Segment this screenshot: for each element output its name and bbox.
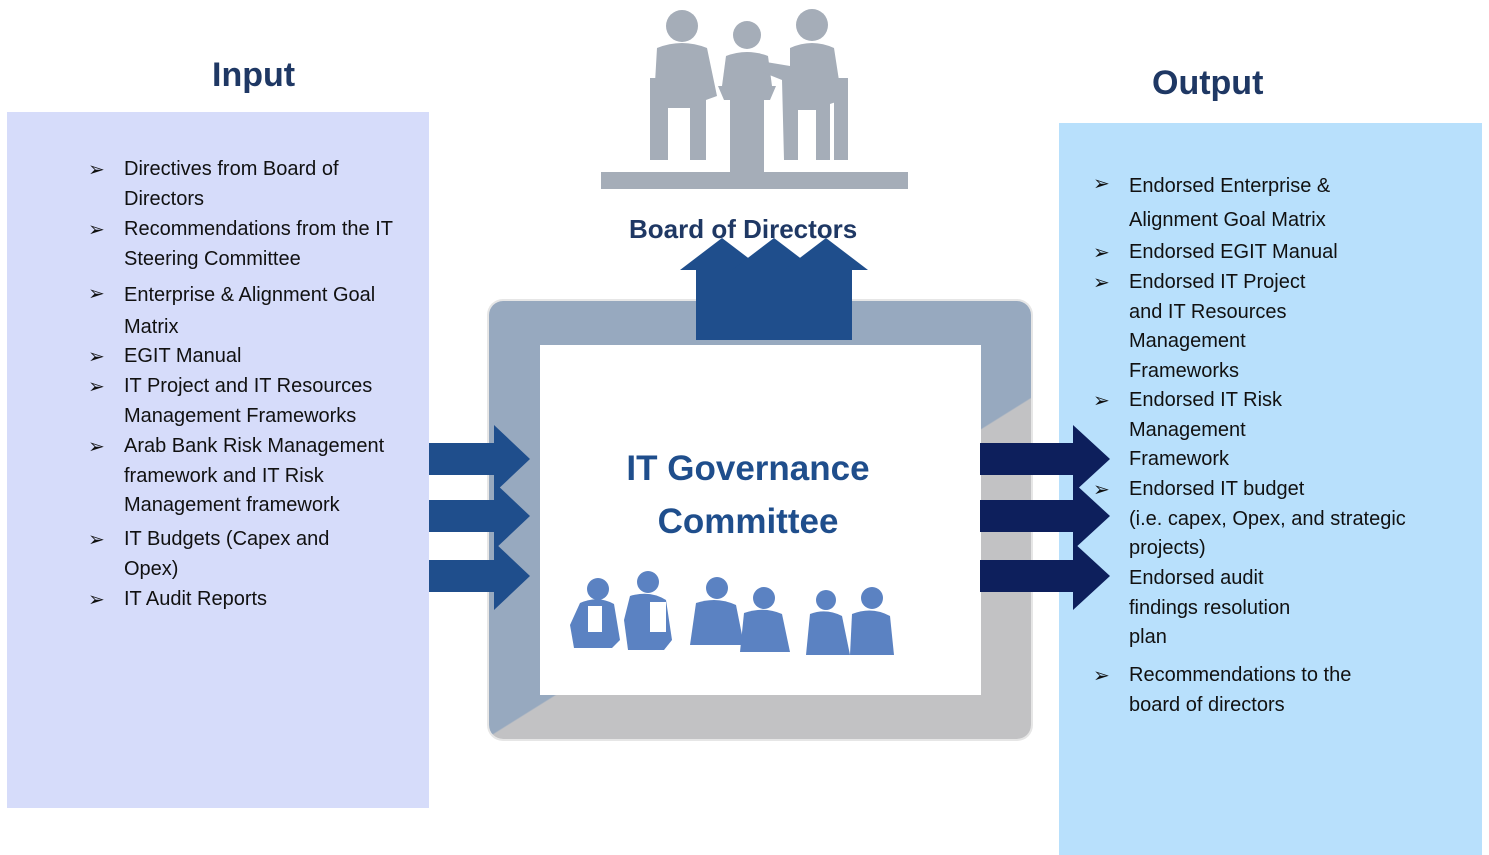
- board-meeting-icon: [601, 9, 908, 189]
- input-item: Arab Bank Risk Management framework and …: [124, 435, 385, 516]
- output-item: Endorsed Enterprise & Alignment Goal Mat…: [1129, 175, 1331, 231]
- output-item: Endorsed EGIT Manual: [1129, 241, 1338, 263]
- input-item: IT Project and IT Resources Management F…: [124, 375, 373, 427]
- output-heading: Output: [1152, 64, 1264, 102]
- arrow-bullet-icon: ➢: [88, 217, 105, 241]
- input-item: EGIT Manual: [124, 345, 242, 367]
- output-arrow-icon: [980, 542, 1110, 610]
- input-arrow-icon: [429, 425, 530, 493]
- committee-people-icon: [570, 571, 894, 655]
- committee-title: IT Governance Committee: [626, 449, 870, 541]
- arrow-bullet-icon: ➢: [88, 434, 105, 458]
- board-arrow-icon: [784, 238, 868, 340]
- arrow-bullet-icon: ➢: [88, 157, 105, 181]
- arrow-bullet-icon: ➢: [1093, 477, 1110, 501]
- input-item: Recommendations from the IT Steering Com…: [124, 218, 393, 270]
- arrow-bullet-icon: ➢: [88, 374, 105, 398]
- input-item: IT Audit Reports: [124, 588, 268, 610]
- arrow-bullet-icon: ➢: [1093, 171, 1110, 195]
- arrow-bullet-icon: ➢: [1093, 240, 1110, 264]
- arrow-bullet-icon: ➢: [1093, 388, 1110, 412]
- output-arrow-icon: [980, 425, 1110, 493]
- arrow-bullet-icon: ➢: [1093, 270, 1110, 294]
- board-label: Board of Directors: [629, 214, 858, 244]
- input-arrows: [429, 425, 530, 610]
- input-item: Directives from Board of Directors: [124, 158, 339, 210]
- output-item: Endorsed audit findings resolution plan: [1129, 567, 1291, 648]
- input-item: IT Budgets (Capex and Opex): [124, 528, 330, 580]
- output-item: Recommendations to the board of director…: [1129, 664, 1352, 716]
- arrow-bullet-icon: ➢: [1093, 663, 1110, 687]
- output-arrows: [980, 425, 1110, 610]
- output-arrow-icon: [980, 482, 1110, 550]
- output-item: Endorsed IT Risk Management Framework: [1129, 389, 1283, 470]
- output-item: Endorsed IT budget (i.e. capex, Opex, an…: [1129, 478, 1406, 559]
- input-panel: [7, 112, 429, 808]
- input-item: Enterprise & Alignment Goal Matrix: [124, 284, 376, 338]
- arrow-bullet-icon: ➢: [88, 344, 105, 368]
- arrow-bullet-icon: ➢: [88, 281, 105, 305]
- input-arrow-icon: [429, 542, 530, 610]
- arrow-bullet-icon: ➢: [88, 587, 105, 611]
- arrow-bullet-icon: ➢: [88, 527, 105, 551]
- input-heading: Input: [212, 56, 296, 94]
- input-arrow-icon: [429, 482, 530, 550]
- output-panel: [1059, 123, 1482, 855]
- output-item: Endorsed IT Project and IT Resources Man…: [1129, 271, 1306, 382]
- board-arrows: [680, 238, 868, 340]
